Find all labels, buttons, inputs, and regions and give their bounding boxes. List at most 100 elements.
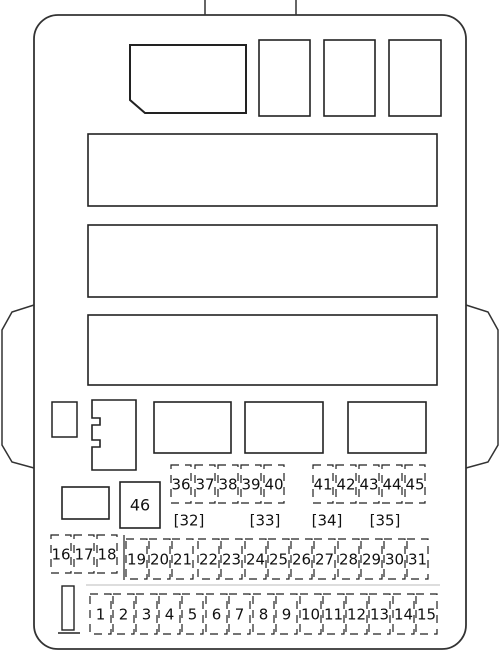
fuse-slot <box>345 593 368 635</box>
fuse-26: 26 <box>290 538 313 580</box>
fuse-16: 16 <box>50 534 72 574</box>
fuse-slot <box>290 538 313 580</box>
fuse-slot <box>383 538 406 580</box>
fuse-slot <box>125 538 148 580</box>
fuse-12: 12 <box>345 593 368 635</box>
fuse-group-labels: [32][33][34][35] <box>174 512 401 530</box>
fuse-label: 23 <box>222 551 241 569</box>
fuse-label: 20 <box>150 551 169 569</box>
fuse-4: 4 <box>158 593 181 635</box>
fuse-slot <box>181 593 204 635</box>
fuse-label: 14 <box>394 606 413 624</box>
fuse-slot <box>313 538 336 580</box>
fuse-group-label: [32] <box>174 512 205 530</box>
fuse-5: 5 <box>181 593 204 635</box>
relay-top-3 <box>388 39 442 117</box>
fuse-slot <box>244 538 267 580</box>
fuse-slot <box>263 464 285 504</box>
small-square-slot <box>51 401 78 438</box>
fuse-31: 31 <box>406 538 429 580</box>
fuse-label: 38 <box>218 476 237 494</box>
fuse-slot <box>335 464 357 504</box>
fuse-24: 24 <box>244 538 267 580</box>
fuse-30: 30 <box>383 538 406 580</box>
fuse-label: 37 <box>195 476 214 494</box>
fuse-15: 15 <box>415 593 438 635</box>
fuse-label: 12 <box>347 606 366 624</box>
fuse-label: 5 <box>188 606 198 624</box>
fuse-42: 42 <box>335 464 357 504</box>
fuse-25: 25 <box>267 538 290 580</box>
fuse-slot <box>404 464 426 504</box>
fuse-slot <box>197 538 220 580</box>
fuse-slot <box>194 464 216 504</box>
large-relay-top <box>129 44 247 114</box>
fuse-label: 3 <box>142 606 152 624</box>
fuse-8: 8 <box>252 593 275 635</box>
fuse-label: 7 <box>235 606 245 624</box>
fuse-label: 43 <box>359 476 378 494</box>
fuse-2: 2 <box>112 593 135 635</box>
wide-slot-3 <box>87 314 438 386</box>
fuse-label: 25 <box>269 551 288 569</box>
fuse-45: 45 <box>404 464 426 504</box>
fuse-10: 10 <box>299 593 322 635</box>
fuse-18: 18 <box>96 534 118 574</box>
fuse-slot <box>368 593 391 635</box>
fuse-slot <box>50 534 72 574</box>
fuse-1: 1 <box>89 593 112 635</box>
fuse-slot <box>392 593 415 635</box>
fuse-19: 19 <box>125 538 148 580</box>
fuse-28: 28 <box>337 538 360 580</box>
fuse-slot <box>337 538 360 580</box>
relay-mid-3 <box>347 401 427 454</box>
fuse-label: 17 <box>74 546 93 564</box>
fuse-41: 41 <box>312 464 334 504</box>
relay-mid-2 <box>244 401 324 454</box>
fuse-label: 30 <box>385 551 404 569</box>
fuse-label: 36 <box>171 476 190 494</box>
fuse-38: 38 <box>217 464 239 504</box>
fuse-label: 15 <box>417 606 436 624</box>
relay-mid-1 <box>153 401 232 454</box>
fuse-group-label: [34] <box>312 512 343 530</box>
fuse-slot <box>312 464 334 504</box>
fuse-label: 1 <box>96 606 106 624</box>
fuse-6: 6 <box>205 593 228 635</box>
fuse-slot <box>381 464 403 504</box>
wide-slot-2 <box>87 224 438 298</box>
fuse-17: 17 <box>73 534 95 574</box>
fuse-label: 13 <box>370 606 389 624</box>
fuse-slot <box>96 534 118 574</box>
fuse-3: 3 <box>135 593 158 635</box>
fuse-13: 13 <box>368 593 391 635</box>
fuse-label: 41 <box>313 476 332 494</box>
relay-top-1 <box>258 39 311 117</box>
fuse-slot <box>158 593 181 635</box>
fuse-label: 18 <box>97 546 116 564</box>
fuse-44: 44 <box>381 464 403 504</box>
fuse-slot <box>415 593 438 635</box>
fuse-group-label: [35] <box>370 512 401 530</box>
fuse-label: 11 <box>324 606 343 624</box>
fuse-slot <box>252 593 275 635</box>
fuse-36: 36 <box>170 464 192 504</box>
fuse-slot <box>406 538 429 580</box>
fuse-label: 42 <box>336 476 355 494</box>
fuse-puller-slot <box>61 585 75 631</box>
relay-left-small <box>61 486 110 520</box>
fuse-11: 11 <box>322 593 345 635</box>
fuse-27: 27 <box>313 538 336 580</box>
fuse-label: 21 <box>173 551 192 569</box>
fuse-slot <box>267 538 290 580</box>
fuse-slot <box>220 538 243 580</box>
fuse-slot <box>73 534 95 574</box>
fuse-43: 43 <box>358 464 380 504</box>
fuse-37: 37 <box>194 464 216 504</box>
fuse-label: 24 <box>246 551 265 569</box>
fuse-label: 40 <box>264 476 283 494</box>
